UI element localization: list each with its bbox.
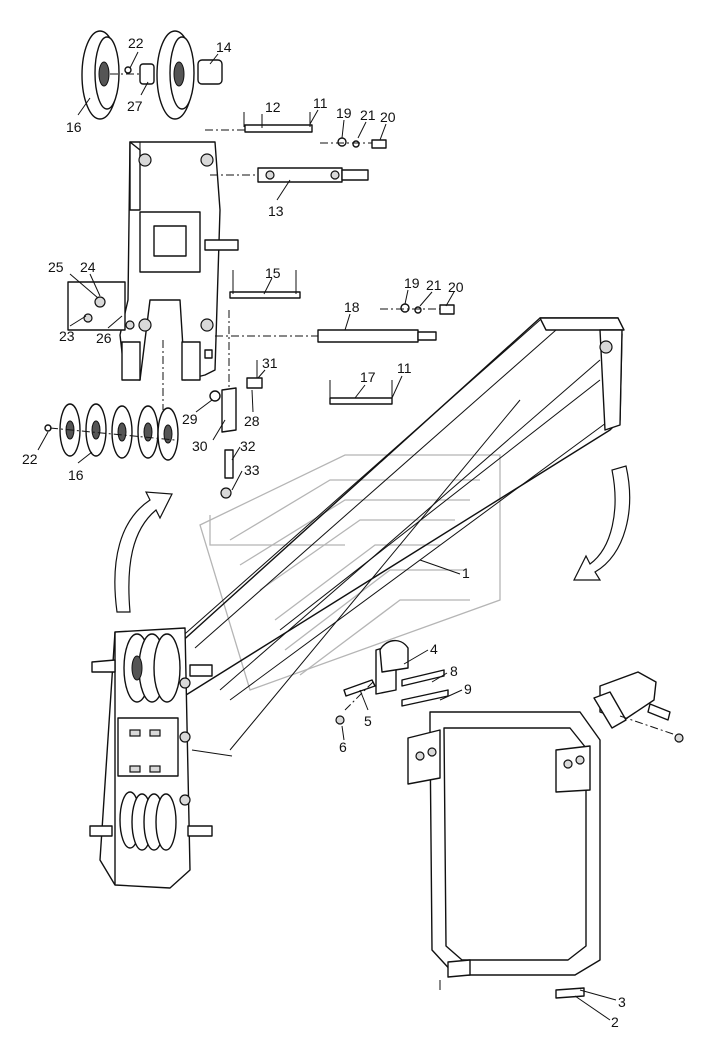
- callout-4: 4: [430, 641, 438, 657]
- callout-14: 14: [216, 39, 232, 55]
- lower-components: [335, 640, 684, 999]
- callout-23: 23: [59, 328, 75, 344]
- callout-15: 15: [265, 265, 281, 281]
- callout-27: 27: [127, 98, 143, 114]
- callout-28: 28: [244, 413, 260, 429]
- callout-25: 25: [48, 259, 64, 275]
- callout-3: 3: [618, 994, 626, 1010]
- callout-13: 13: [268, 203, 284, 219]
- main-boom: [177, 317, 625, 751]
- callout-19: 19: [336, 105, 352, 121]
- callout-labels: 22 14 27 16 12 11 19 21 20 13 15 25 24 2…: [22, 35, 626, 1030]
- callout-20: 20: [380, 109, 396, 125]
- callout-30: 30: [192, 438, 208, 454]
- callout-2: 2: [611, 1014, 619, 1030]
- callout-11: 11: [397, 360, 412, 376]
- callout-26: 26: [96, 330, 112, 346]
- callout-8: 8: [450, 663, 458, 679]
- callout-5: 5: [364, 713, 372, 729]
- callout-32: 32: [240, 438, 256, 454]
- callout-19: 19: [404, 275, 420, 291]
- curved-arrow-left: [114, 491, 173, 613]
- callout-31: 31: [262, 355, 278, 371]
- callout-20: 20: [448, 279, 464, 295]
- callout-1: 1: [462, 565, 470, 581]
- callout-11: 11: [313, 95, 328, 111]
- callout-21: 21: [426, 277, 442, 293]
- boom-head-assembly: [89, 627, 233, 889]
- callout-16: 16: [68, 467, 84, 483]
- callout-16: 16: [66, 119, 82, 135]
- callout-33: 33: [244, 462, 260, 478]
- callout-9: 9: [464, 681, 472, 697]
- boom-head-exploded: [44, 30, 455, 499]
- callout-12: 12: [265, 99, 281, 115]
- watermark-logo: [199, 454, 501, 691]
- callout-22: 22: [22, 451, 38, 467]
- callout-18: 18: [344, 299, 360, 315]
- callout-29: 29: [182, 411, 198, 427]
- callout-22: 22: [128, 35, 144, 51]
- callout-21: 21: [360, 107, 376, 123]
- leader-lines: [37, 51, 617, 1021]
- callout-24: 24: [80, 259, 96, 275]
- callout-17: 17: [360, 369, 376, 385]
- curved-arrow-right: [573, 465, 631, 581]
- callout-6: 6: [339, 739, 347, 755]
